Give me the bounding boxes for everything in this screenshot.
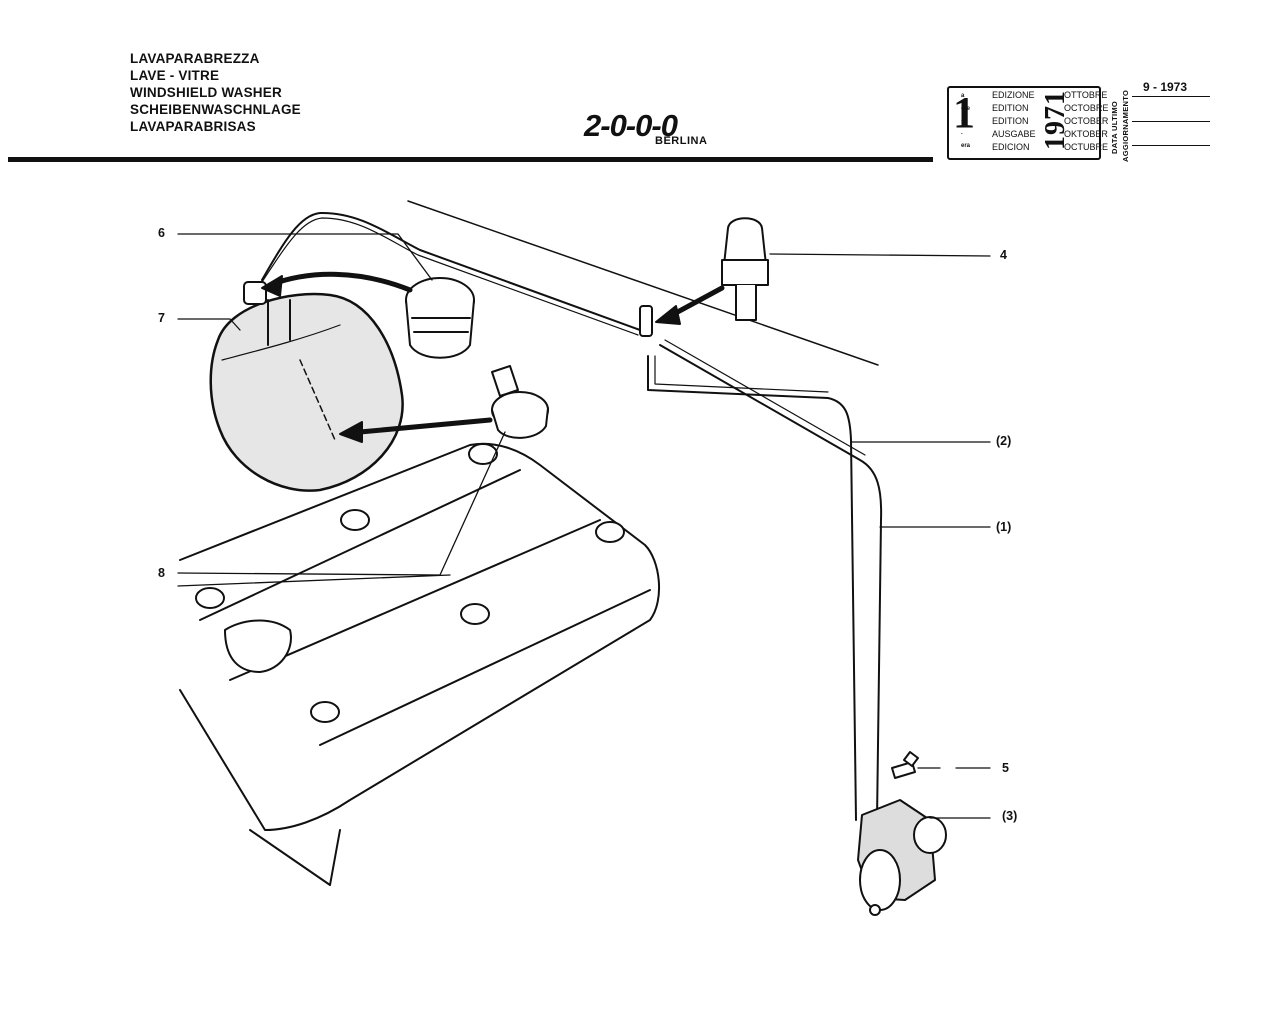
electric-pump-motor [857, 799, 947, 916]
model-logo: 2-0-0-0 [584, 108, 678, 143]
washer-tube-2-inner [654, 355, 829, 393]
callout-4: 4 [1000, 248, 1007, 262]
title-french: LAVE - VITRE [130, 68, 220, 83]
reservoir-cap [243, 281, 267, 305]
title-german: SCHEIBENWASCHNLAGE [130, 102, 301, 117]
edition-label: EDICION [992, 142, 1030, 152]
edition-superscript: ère [961, 106, 971, 112]
edition-month: OTTOBRE [1064, 90, 1108, 100]
tube-connector [639, 305, 653, 337]
callout-5: 5 [1002, 761, 1009, 775]
update-date: 9 - 1973 [1143, 80, 1188, 94]
assembly-arrow [267, 271, 413, 293]
edition-label: EDIZIONE [992, 90, 1035, 100]
reservoir-bag [209, 292, 404, 492]
washer-tube-upper-inner [261, 217, 639, 336]
edition-label: AUSGABE [992, 129, 1036, 139]
mounting-screw [891, 751, 919, 779]
washer-jet [721, 217, 769, 321]
engine-rocker-cover [179, 442, 661, 886]
model-variant: BERLINA [655, 135, 708, 147]
pump-filter [491, 365, 549, 439]
edition-superscript: . [961, 130, 963, 136]
edition-month: OCTOBRE [1064, 103, 1109, 113]
title-spanish: LAVAPARABRISAS [130, 119, 256, 134]
title-block: LAVAPARABREZZA LAVE - VITRE WINDSHIELD W… [130, 50, 301, 135]
edition-superscript: a [961, 93, 965, 99]
callout-2: (2) [996, 434, 1012, 448]
reservoir-neck [267, 299, 291, 346]
leader-lines [177, 233, 991, 819]
washer-tube-upper [261, 211, 641, 331]
washer-tube-1 [659, 344, 883, 821]
arrow-head [261, 275, 283, 297]
update-line [1132, 96, 1210, 97]
edition-label: EDITION [992, 116, 1029, 126]
callout-3: (3) [1002, 809, 1018, 823]
assembly-arrow [357, 417, 493, 435]
reservoir-internal-tube [299, 359, 336, 441]
arrow-head [655, 305, 681, 325]
arrow-head [339, 421, 363, 443]
edition-box [947, 86, 1101, 160]
windshield-edge-line [407, 200, 879, 366]
edition-month: OKTOBER [1064, 129, 1108, 139]
callout-1: (1) [996, 520, 1012, 534]
reservoir-seam [221, 324, 341, 361]
reservoir-filler-cap [405, 277, 475, 359]
update-line [1132, 121, 1210, 122]
callout-8: 8 [158, 566, 165, 580]
edition-number: 1 [953, 88, 975, 137]
assembly-arrow [669, 285, 725, 318]
edition-label: EDITION [992, 103, 1029, 113]
header-rule [8, 157, 933, 162]
edition-month: OCTUBRE [1064, 142, 1109, 152]
washer-tube-1-inner [664, 339, 866, 456]
edition-superscript: st [961, 119, 967, 125]
title-italian: LAVAPARABREZZA [130, 51, 260, 66]
callout-7: 7 [158, 311, 165, 325]
callout-6: 6 [158, 226, 165, 240]
washer-tube-2 [647, 355, 857, 821]
edition-superscript: era [961, 143, 971, 149]
update-line [1132, 145, 1210, 146]
edition-month: OCTOBER [1064, 116, 1109, 126]
title-english: WINDSHIELD WASHER [130, 85, 282, 100]
